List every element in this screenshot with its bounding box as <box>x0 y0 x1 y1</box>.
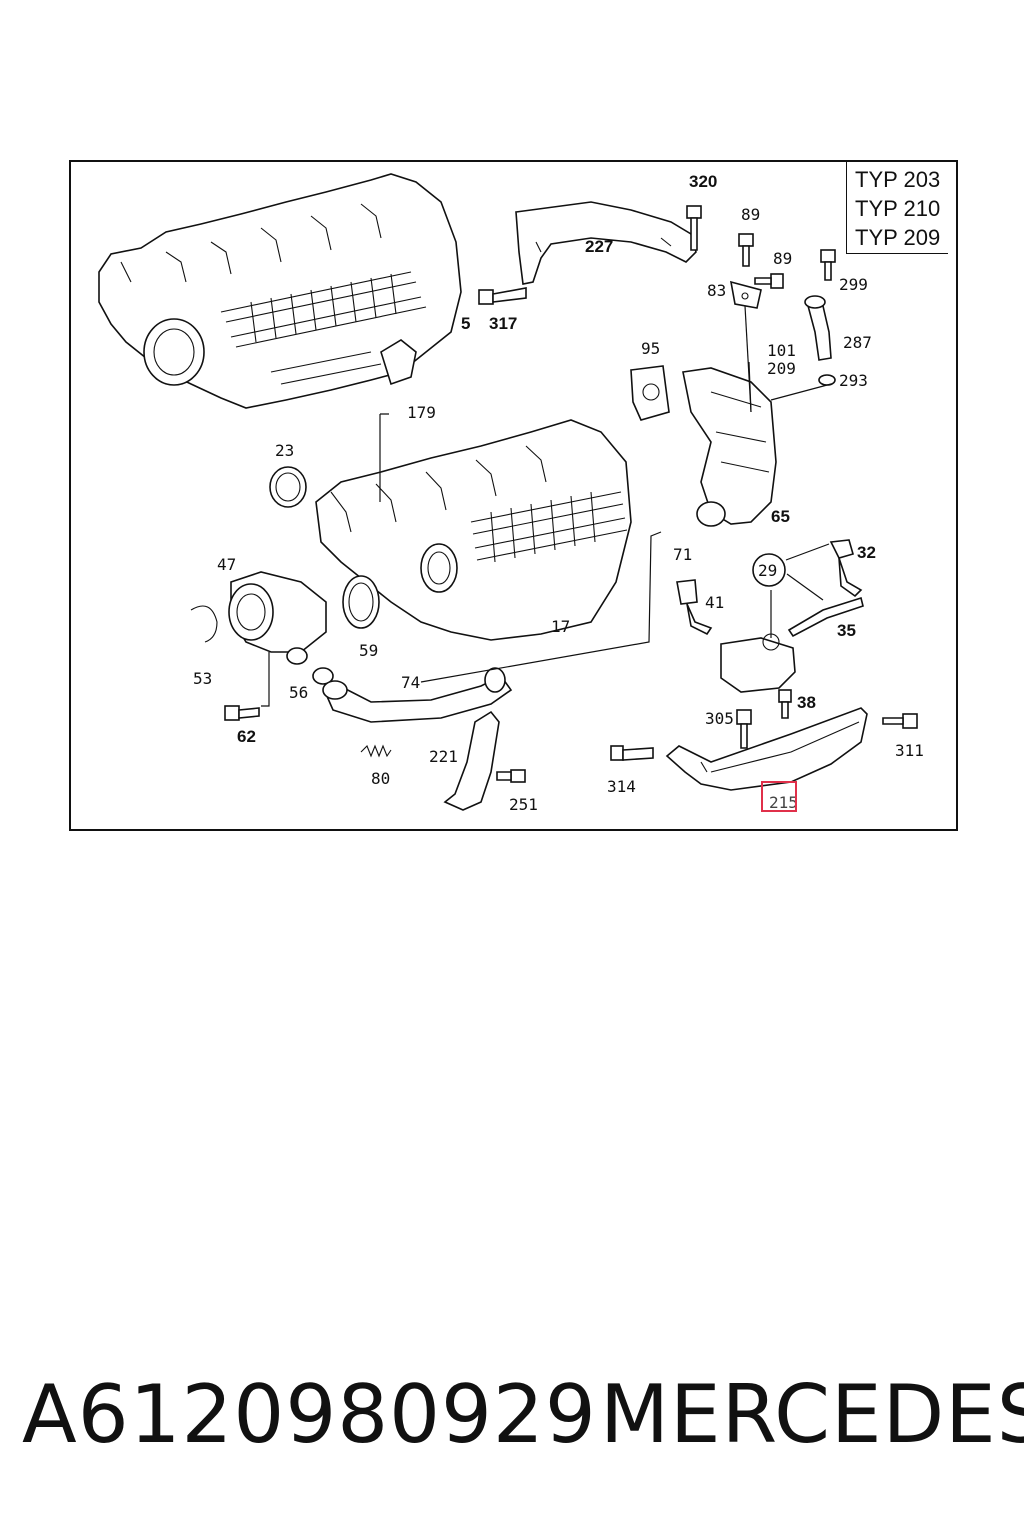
bolt-62 <box>224 705 260 721</box>
callout-23: 23 <box>275 441 294 460</box>
bolt-314 <box>610 745 654 761</box>
callout-83: 83 <box>707 281 726 300</box>
clip-32 <box>829 539 863 598</box>
linkage-35 <box>787 596 864 638</box>
bracket-221 <box>443 710 500 811</box>
bracket-227 <box>515 201 697 285</box>
highlight-box-215 <box>761 781 797 812</box>
cover-215 <box>665 707 868 791</box>
connection-pipe-65 <box>682 367 777 527</box>
callout-38: 38 <box>797 693 816 712</box>
callout-89-right: 89 <box>773 249 792 268</box>
callout-293: 293 <box>839 371 868 390</box>
model-type-box: TYP 203 TYP 210 TYP 209 <box>846 162 948 254</box>
brand-name: MERCEDES <box>600 1368 1024 1461</box>
callout-179: 179 <box>407 403 436 422</box>
callout-317: 317 <box>489 314 517 333</box>
callout-101: 101 <box>767 341 796 360</box>
vacuum-actuator-38 <box>720 633 796 693</box>
callout-311: 311 <box>895 741 924 760</box>
bolt-320 <box>686 205 702 251</box>
callout-32: 32 <box>857 543 876 562</box>
callout-62: 62 <box>237 727 256 746</box>
callout-221: 221 <box>429 747 458 766</box>
callout-209: 209 <box>767 359 796 378</box>
gasket-59 <box>342 575 380 629</box>
callout-29: 29 <box>758 561 777 580</box>
gasket-ring-23 <box>269 466 307 508</box>
callout-56: 56 <box>289 683 308 702</box>
exploded-view-drawing: 320 89 89 299 227 317 5 83 287 101 209 2… <box>98 172 924 814</box>
callout-5: 5 <box>461 314 470 333</box>
clip-41 <box>676 579 713 636</box>
leader-lines <box>261 305 832 707</box>
bolts-89-299 <box>738 233 836 289</box>
callout-71: 71 <box>673 545 692 564</box>
callout-251: 251 <box>509 795 538 814</box>
part-number: A6120980929 <box>22 1368 597 1461</box>
bolt-251 <box>496 769 526 783</box>
callout-95: 95 <box>641 339 660 358</box>
clamp-53 <box>190 605 218 643</box>
callout-320: 320 <box>689 172 717 191</box>
callout-299: 299 <box>839 275 868 294</box>
callout-305: 305 <box>705 709 734 728</box>
typ-label-1: TYP 203 <box>855 167 941 192</box>
callout-35: 35 <box>837 621 856 640</box>
parts-diagram: 320 89 89 299 227 317 5 83 287 101 209 2… <box>69 160 958 831</box>
callout-53: 53 <box>193 669 212 688</box>
callout-227: 227 <box>585 237 613 256</box>
callout-65: 65 <box>771 507 790 526</box>
callout-47: 47 <box>217 555 236 574</box>
callout-74: 74 <box>401 673 420 692</box>
bracket-83 <box>729 280 762 309</box>
throttle-housing-47 <box>228 571 327 653</box>
upper-intake-manifold <box>98 173 462 409</box>
lower-intake-manifold <box>315 419 632 641</box>
bolt-317 <box>478 287 527 305</box>
gasket-95 <box>630 365 670 421</box>
callout-287: 287 <box>843 333 872 352</box>
typ-label-2: TYP 210 <box>855 196 941 221</box>
callout-59: 59 <box>359 641 378 660</box>
typ-label-3: TYP 209 <box>855 225 941 250</box>
hose-287 <box>804 295 832 361</box>
bolts-305-311 <box>736 689 918 749</box>
spring-80 <box>360 744 392 758</box>
seal-56 <box>286 647 334 685</box>
callout-80: 80 <box>371 769 390 788</box>
callout-314: 314 <box>607 777 636 796</box>
o-ring-293 <box>818 374 836 386</box>
callout-17: 17 <box>551 617 570 636</box>
pipe-74 <box>322 667 513 723</box>
callout-41: 41 <box>705 593 724 612</box>
callout-215: 215 <box>769 793 798 812</box>
product-caption: A6120980929 MERCEDES <box>0 1368 1024 1478</box>
callout-89-top: 89 <box>741 205 760 224</box>
